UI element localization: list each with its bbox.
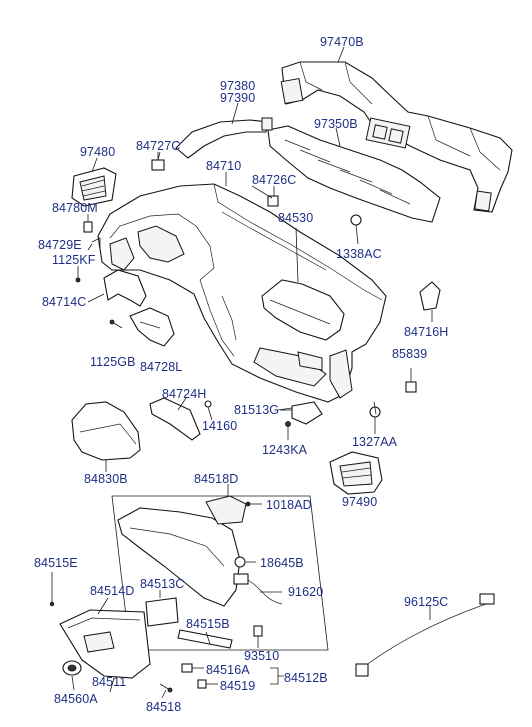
label-97490[interactable]: 97490	[342, 495, 377, 509]
label-84514D[interactable]: 84514D	[90, 584, 134, 598]
vent-97480	[71, 157, 117, 207]
latch-81513G	[280, 401, 323, 425]
label-84560A[interactable]: 84560A	[54, 692, 98, 706]
label-97380[interactable]: 97380	[220, 79, 255, 93]
glove-box-door-84511	[59, 597, 151, 679]
screw-14160	[204, 400, 213, 421]
bolt-1125KF	[75, 266, 81, 283]
center-duct-97350B	[267, 117, 441, 223]
hinge-84516A	[181, 663, 204, 673]
bracket-84512B-leader	[270, 667, 284, 685]
part-labels: 97470B 97380 97390 97350B 97480 84727C 8…	[34, 35, 448, 714]
label-85839[interactable]: 85839	[392, 347, 427, 361]
clip-84727C	[151, 152, 165, 171]
bracket-84716H	[419, 281, 441, 322]
label-84516A[interactable]: 84516A	[206, 663, 250, 677]
label-84530[interactable]: 84530	[278, 211, 313, 225]
glove-box-housing	[117, 495, 247, 607]
strip-84515B	[177, 629, 233, 649]
label-1327AA[interactable]: 1327AA	[352, 435, 398, 449]
label-91620[interactable]: 91620	[288, 585, 323, 599]
vent-97490	[329, 451, 383, 495]
label-84515B[interactable]: 84515B	[186, 617, 230, 631]
wiring-91620	[233, 573, 283, 605]
label-1018AD[interactable]: 1018AD	[266, 498, 312, 512]
label-84513C[interactable]: 84513C	[140, 577, 184, 591]
label-84710[interactable]: 84710	[206, 159, 241, 173]
label-97350B[interactable]: 97350B	[314, 117, 358, 131]
label-84727C[interactable]: 84727C	[136, 139, 180, 153]
clip-1338AC	[350, 214, 362, 245]
glove-box-group-frame	[111, 484, 329, 651]
bracket-84724H	[149, 397, 201, 441]
switch-93510	[253, 625, 263, 648]
cluster-cover-84830B	[71, 401, 141, 472]
cover-84530	[261, 227, 345, 341]
clip-84726C	[267, 186, 279, 207]
label-96125C[interactable]: 96125C	[404, 595, 448, 609]
label-1338AC[interactable]: 1338AC	[336, 247, 382, 261]
label-84724H[interactable]: 84724H	[162, 387, 206, 401]
pin-84515E	[49, 572, 55, 607]
damper-84560A	[62, 660, 82, 676]
label-97390[interactable]: 97390	[220, 91, 255, 105]
label-97470B[interactable]: 97470B	[320, 35, 364, 49]
label-84518D[interactable]: 84518D	[194, 472, 238, 486]
label-84511[interactable]: 84511	[92, 675, 126, 689]
pin-84518	[159, 683, 173, 693]
label-1243KA[interactable]: 1243KA	[262, 443, 308, 457]
label-84519[interactable]: 84519	[220, 679, 255, 693]
bulb-18645B	[234, 556, 256, 568]
label-97480[interactable]: 97480	[80, 145, 115, 159]
crash-pad-84710	[97, 172, 387, 403]
label-1125KF[interactable]: 1125KF	[52, 253, 96, 267]
bracket-84714C	[87, 269, 147, 307]
panel-84513C	[145, 590, 179, 627]
label-84716H[interactable]: 84716H	[404, 325, 448, 339]
damper-84519	[197, 679, 218, 689]
bolt-1125GB	[109, 319, 123, 329]
label-84518[interactable]: 84518	[146, 700, 181, 714]
bracket-84728L	[129, 307, 175, 347]
marker-84729E	[91, 237, 101, 248]
label-84728L[interactable]: 84728L	[140, 360, 182, 374]
harness-96125C	[355, 593, 495, 677]
label-84780M[interactable]: 84780M	[52, 201, 98, 215]
label-84512B[interactable]: 84512B	[284, 671, 328, 685]
label-14160[interactable]: 14160	[202, 419, 237, 433]
label-84714C[interactable]: 84714C	[42, 295, 86, 309]
bolt-1243KA	[285, 421, 291, 440]
label-84726C[interactable]: 84726C	[252, 173, 296, 187]
label-84729E[interactable]: 84729E	[38, 238, 82, 252]
leader-lines	[71, 151, 377, 699]
screw-1018AD	[245, 501, 262, 507]
label-81513G[interactable]: 81513G	[234, 403, 279, 417]
label-84515E[interactable]: 84515E	[34, 556, 78, 570]
bracket-84780M	[83, 214, 93, 233]
label-1125GB[interactable]: 1125GB	[90, 355, 136, 369]
clip-1327AA	[369, 406, 381, 434]
label-84830B[interactable]: 84830B	[84, 472, 128, 486]
label-93510[interactable]: 93510	[244, 649, 279, 663]
side-duct-97380	[175, 102, 273, 159]
clip-85839	[405, 368, 417, 393]
label-18645B[interactable]: 18645B	[260, 556, 304, 570]
